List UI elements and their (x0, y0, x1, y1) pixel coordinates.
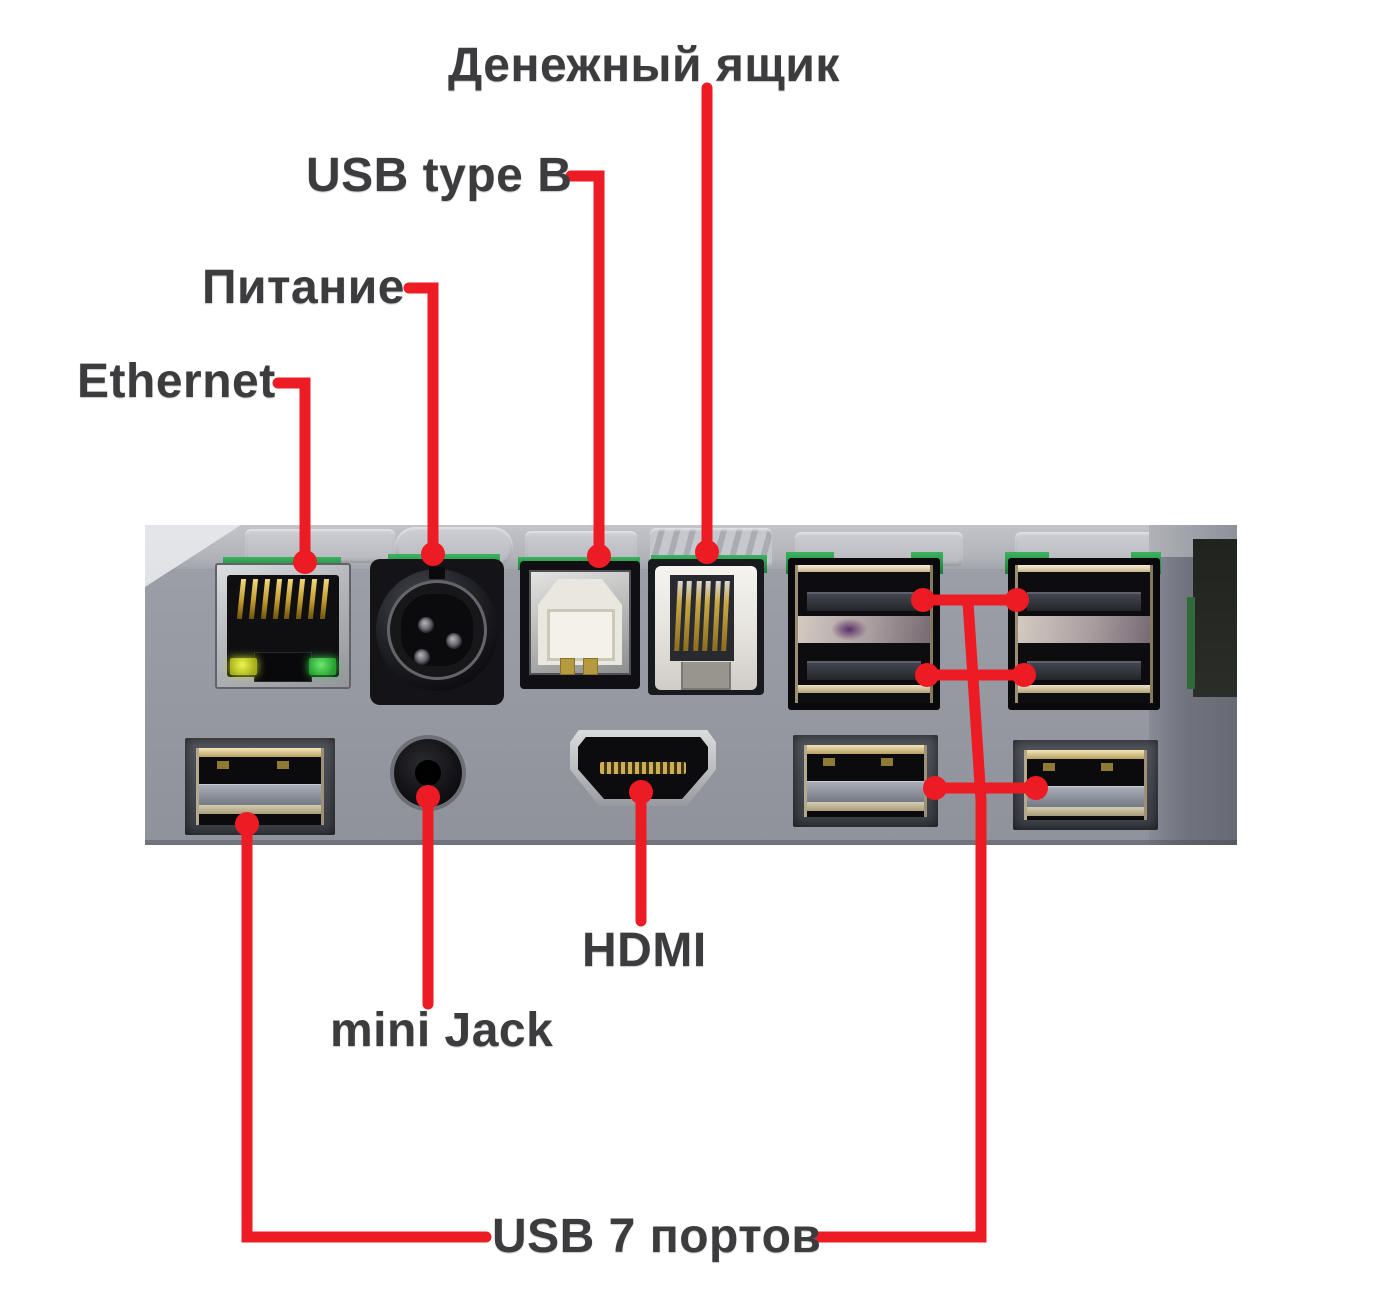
label-power: Питание (202, 261, 405, 314)
label-usb-7-ports: USB 7 портов (492, 1210, 822, 1263)
edge-connector-shadow (1193, 539, 1237, 697)
din-pin-3 (414, 649, 430, 665)
usb-b-cavity (547, 609, 615, 661)
usb-port-bottom-1 (798, 643, 930, 685)
ethernet-port (215, 563, 351, 689)
label-hdmi: HDMI (582, 924, 707, 977)
ethernet-led-green (309, 658, 336, 675)
usb-br-shield (1024, 750, 1147, 820)
panel-photo (145, 525, 1237, 845)
label-usb-type-b: USB type B (306, 149, 573, 202)
din-pin-1 (418, 617, 434, 633)
usb-stack-2-shield (1015, 565, 1153, 703)
rj11-cavity (670, 575, 734, 661)
panel-bottom-shadow (145, 840, 1237, 845)
callout-line-power (403, 282, 439, 556)
cash-drawer-rj11-port (648, 559, 764, 695)
usb-type-b-port (520, 561, 640, 689)
usb-port-bottom-left (185, 738, 335, 835)
hdmi-pin-strip (600, 762, 686, 774)
label-cash-drawer: Денежный ящик (448, 39, 840, 92)
mini-jack-hole (415, 760, 441, 786)
usb-stack-2 (1008, 558, 1160, 710)
usb-port-bottom-2 (1018, 643, 1150, 685)
rj11-pins (674, 581, 730, 651)
usb-port-bottom-mid (793, 735, 938, 827)
usb-port-top-2 (1018, 572, 1150, 616)
rj45-latch-notch (254, 652, 312, 682)
edge-pcb-sliver (1187, 597, 1195, 689)
usb-b-contact-1 (560, 658, 575, 675)
din-key-tab (429, 567, 445, 579)
callout-line-usb-b (565, 170, 605, 558)
usb-stack-1 (788, 558, 940, 710)
label-mini-jack: mini Jack (330, 1004, 554, 1057)
ethernet-led-yellow (230, 658, 257, 675)
label-ethernet: Ethernet (77, 355, 276, 408)
rj11-latch-slot (681, 662, 731, 690)
usb-bl-shield (196, 748, 324, 825)
usb-b-contact-2 (583, 658, 598, 675)
power-port (370, 559, 504, 705)
din-pin-2 (446, 633, 462, 649)
din-insert (401, 594, 473, 666)
rj45-pins (236, 579, 330, 619)
usb-stack-1-divider (798, 616, 930, 643)
usb-port-top-1 (798, 572, 930, 616)
usb-port-bottom-right (1013, 740, 1158, 830)
usb-bm-shield (804, 745, 927, 817)
usb-stack-1-shield (795, 565, 933, 703)
usb-stack-2-divider (1018, 616, 1150, 643)
hdmi-port (570, 730, 716, 806)
mini-jack-port (394, 739, 462, 807)
